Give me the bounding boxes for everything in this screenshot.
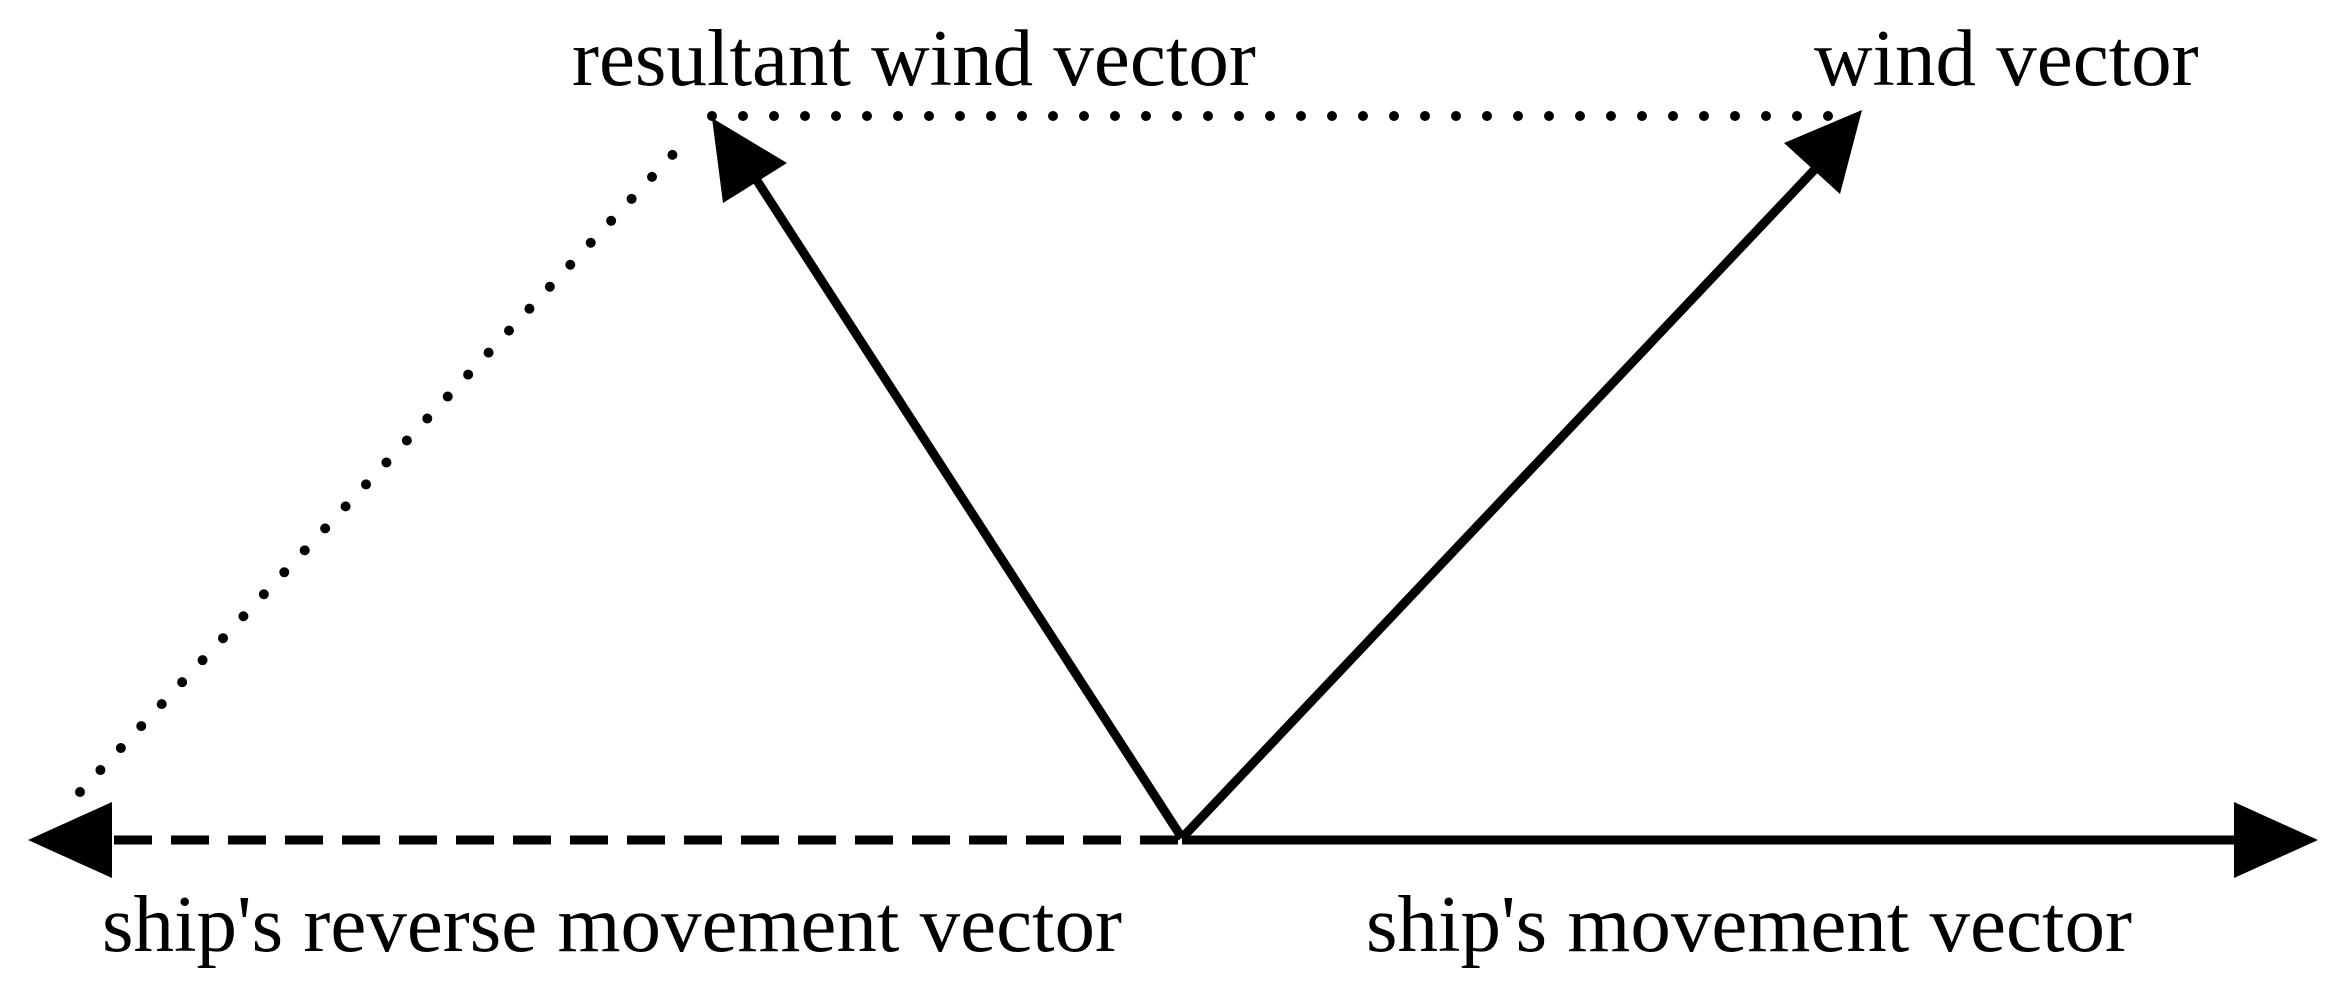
wind-vector-arrowhead xyxy=(1784,110,1862,194)
wind-vector-line xyxy=(1178,162,1822,842)
resultant-wind-vector-line xyxy=(748,170,1186,841)
resultant-wind-vector-label: resultant wind vector xyxy=(572,13,1256,103)
resultant-wind-arrowhead xyxy=(712,118,787,203)
dotted-line-left xyxy=(75,131,695,797)
reverse-movement-arrowhead xyxy=(28,802,112,878)
movement-arrowhead xyxy=(2234,802,2318,878)
ships-movement-vector-label: ship's movement vector xyxy=(1366,879,2132,969)
ships-reverse-movement-vector-label: ship's reverse movement vector xyxy=(102,879,1123,969)
wind-vector-label: wind vector xyxy=(1814,13,2199,103)
